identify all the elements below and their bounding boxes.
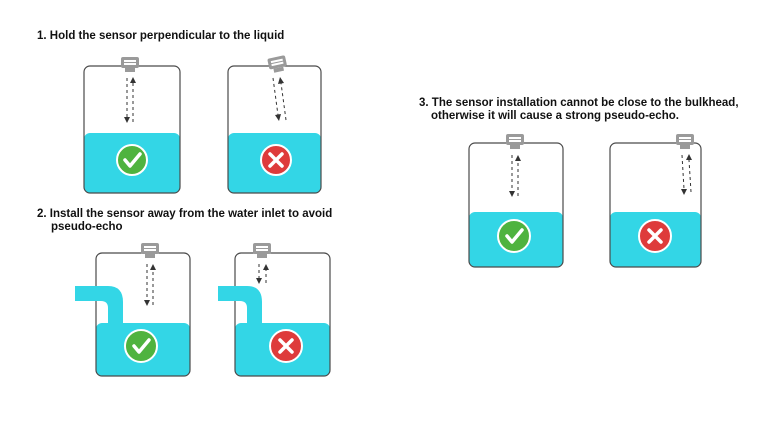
instruction-3-step: 3.: [419, 97, 429, 109]
instruction-1-panel-wrong: [227, 55, 322, 194]
echo-signal-arrows: [272, 77, 287, 121]
check-icon: [132, 338, 151, 354]
instruction-1-panel-correct: [83, 57, 181, 194]
status-indicator: [638, 219, 672, 253]
status-indicator: [260, 144, 292, 176]
echo-signal-arrows: [124, 77, 136, 123]
sensor-icon: [506, 134, 524, 149]
check-icon: [123, 152, 142, 168]
instruction-3-panel-wrong: [609, 134, 702, 268]
tank-outline: [609, 142, 702, 268]
sensor-icon: [141, 243, 159, 258]
instruction-2-line-1: 2. Install the sensor away from the wate…: [37, 208, 332, 221]
check-icon: [505, 228, 524, 244]
instruction-2-text: Install the sensor away from the water i…: [49, 208, 333, 220]
echo-signal-arrows: [144, 264, 156, 306]
instruction-2-caption: 2. Install the sensor away from the wate…: [37, 208, 332, 234]
cross-icon: [647, 228, 663, 244]
instruction-3-line-1: 3. The sensor installation cannot be clo…: [419, 97, 739, 110]
status-indicator: [269, 329, 303, 363]
instruction-1-text: Hold the sensor perpendicular to the liq…: [49, 30, 285, 42]
status-indicator: [116, 144, 148, 176]
instruction-3-line-2: otherwise it will cause a strong pseudo-…: [431, 110, 679, 122]
instruction-2-line-2: pseudo-echo: [51, 221, 123, 233]
cross-icon: [278, 338, 294, 354]
instruction-1-step: 1.: [37, 30, 47, 42]
water-inlet-pipe: [218, 286, 262, 326]
echo-signal-arrows: [681, 154, 692, 195]
cross-icon: [268, 152, 284, 168]
tank-outline: [234, 252, 331, 377]
instruction-3-text: The sensor installation cannot be close …: [431, 97, 739, 109]
status-indicator: [124, 329, 158, 363]
instruction-2-panel-correct: [75, 243, 191, 377]
echo-signal-arrows: [256, 264, 269, 284]
instruction-2-panel-wrong: [218, 243, 331, 377]
instruction-2-step: 2.: [37, 208, 47, 220]
instruction-3-panel-correct: [468, 134, 564, 268]
instruction-3-caption: 3. The sensor installation cannot be clo…: [419, 97, 739, 123]
sensor-icon: [121, 57, 139, 72]
sensor-icon: [253, 243, 271, 258]
water-inlet-pipe: [75, 286, 123, 326]
echo-signal-arrows: [509, 155, 521, 197]
sensor-icon: [676, 134, 694, 149]
status-indicator: [497, 219, 531, 253]
instruction-1-caption: 1. Hold the sensor perpendicular to the …: [37, 30, 284, 43]
sensor-icon: [267, 55, 287, 73]
